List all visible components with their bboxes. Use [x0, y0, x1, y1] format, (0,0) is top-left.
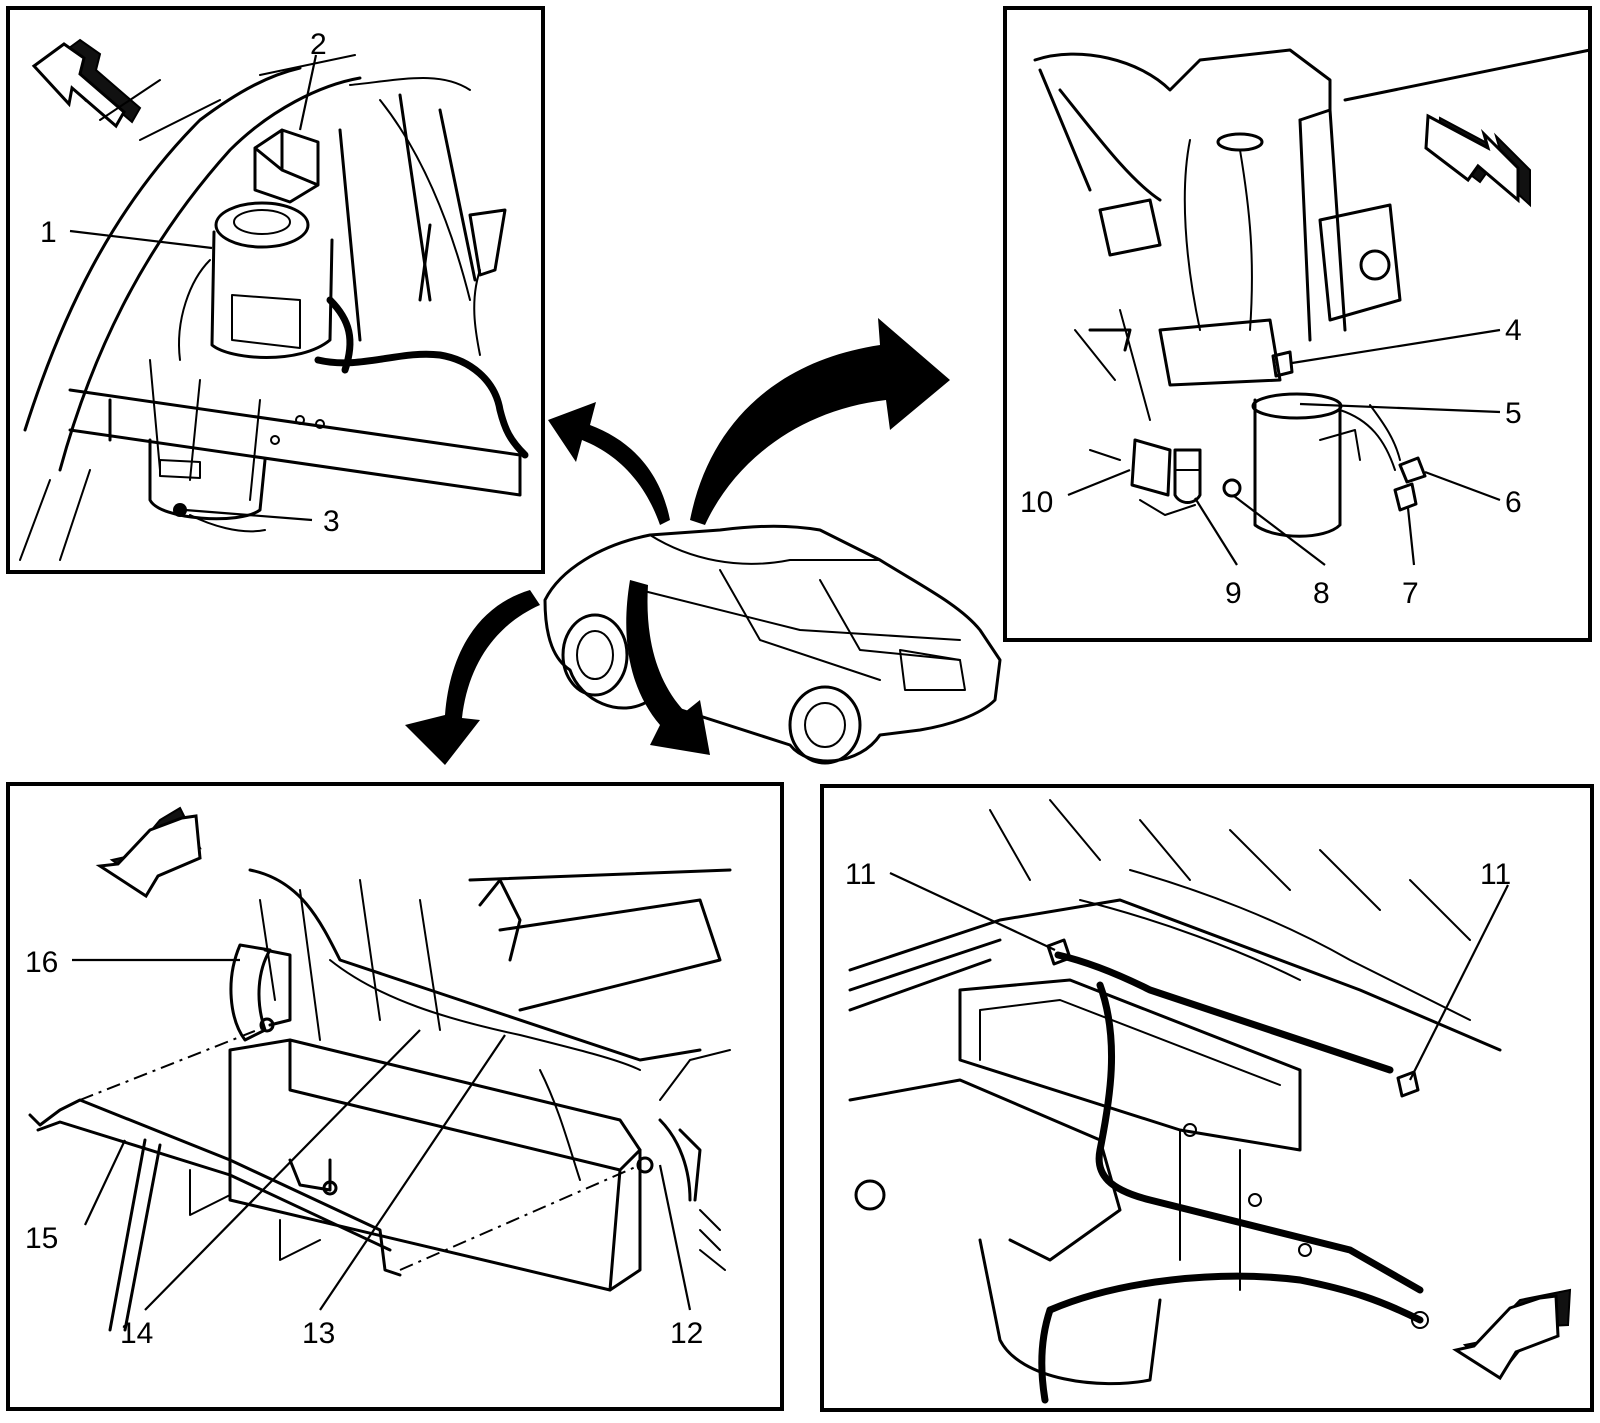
- leader-line-13: [319, 1034, 506, 1311]
- panel-top-right-frame: [1003, 6, 1592, 642]
- part-16: [259, 1017, 275, 1033]
- callout-8: 8: [1313, 577, 1330, 610]
- part-11-left: [1046, 938, 1072, 966]
- alignment-line-right: [399, 1164, 641, 1271]
- callout-10: 10: [1020, 486, 1053, 519]
- leader-line-9: [1194, 497, 1238, 566]
- front-direction-arrow-icon: [95, 806, 202, 899]
- leader-line-8: [1233, 495, 1326, 566]
- leader-line-14: [144, 1029, 421, 1311]
- leader-line-11-left: [889, 872, 1056, 951]
- part-8: [1222, 478, 1242, 498]
- part-13: [322, 1180, 338, 1196]
- callout-16: 16: [25, 946, 58, 979]
- callout-14: 14: [120, 1317, 153, 1350]
- part-7: [1393, 482, 1418, 512]
- leader-line-2: [298, 54, 318, 131]
- callout-12: 12: [670, 1317, 703, 1350]
- callout-5: 5: [1505, 397, 1522, 430]
- alignment-line-left: [79, 1024, 271, 1101]
- callout-3: 3: [323, 505, 340, 538]
- leader-line-10: [1067, 468, 1131, 497]
- callout-15: 15: [25, 1222, 58, 1255]
- callout-4: 4: [1505, 314, 1522, 347]
- callout-9: 9: [1225, 577, 1242, 610]
- callout-2: 2: [310, 28, 327, 61]
- panel-top-left: 1 2 3: [19, 28, 529, 561]
- panel-bottom-left: 16 15 14 13 12: [25, 806, 732, 1350]
- front-direction-arrow-icon: [1424, 113, 1531, 208]
- leader-line-15: [84, 1139, 126, 1226]
- view-pointer-arrow-icon: [405, 590, 540, 765]
- panel-bottom-right: 11 11: [845, 799, 1572, 1404]
- front-direction-arrow-icon: [1452, 1288, 1572, 1381]
- callout-6: 6: [1505, 486, 1522, 519]
- callout-11-right: 11: [1480, 858, 1511, 891]
- panel-top-left-frame: [6, 6, 545, 574]
- callout-7: 7: [1402, 577, 1419, 610]
- part-6: [1398, 456, 1427, 484]
- view-pointer-arrow-icon: [548, 402, 670, 525]
- leader-line-12: [658, 1164, 692, 1311]
- front-direction-arrow-icon: [31, 38, 142, 129]
- leader-line-11-right: [1409, 884, 1509, 1081]
- leader-line-1: [69, 229, 213, 250]
- view-pointer-arrow-icon: [690, 318, 950, 525]
- panel-bottom-right-frame: [820, 784, 1594, 1412]
- callout-1: 1: [40, 216, 57, 249]
- leader-line-5: [1299, 402, 1501, 414]
- panel-bottom-left-frame: [6, 782, 784, 1411]
- sedan-vehicle-icon: [543, 524, 1002, 765]
- callout-13: 13: [302, 1317, 335, 1350]
- leader-line-7: [1406, 507, 1416, 566]
- part-4: [1271, 350, 1294, 378]
- leader-line-4: [1291, 328, 1501, 365]
- part-12: [636, 1156, 654, 1174]
- callout-11-left: 11: [845, 858, 876, 891]
- leader-line-3: [184, 508, 313, 522]
- part-11-right: [1396, 1070, 1420, 1098]
- panel-top-right: 4 5 6 7 8 9 10: [1020, 48, 1592, 610]
- view-pointer-arrow-icon: [626, 580, 710, 755]
- leader-line-6: [1424, 470, 1501, 502]
